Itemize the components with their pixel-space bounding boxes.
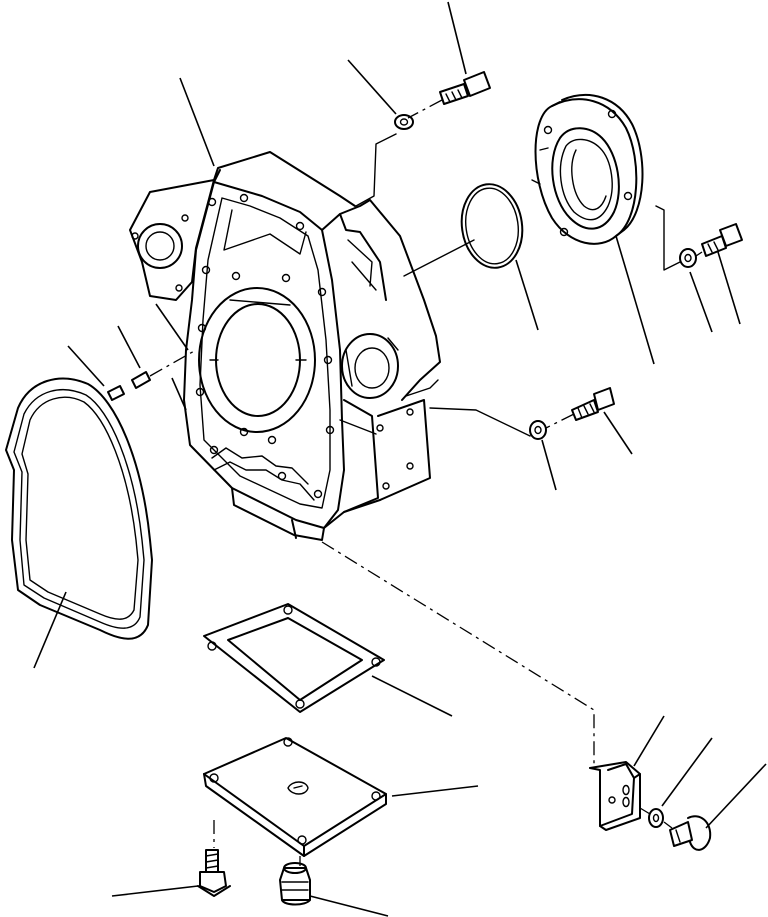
leader-lines (33, 1, 767, 917)
flywheel-housing (129, 151, 441, 541)
dowel-pin (107, 349, 197, 401)
bolt (197, 71, 743, 897)
bracket (589, 761, 641, 831)
plug (279, 862, 311, 906)
assembly-lines (213, 99, 703, 866)
inspection-cover-gasket (203, 603, 385, 713)
housing-bolt-holes (195, 193, 335, 499)
o-ring (460, 183, 524, 269)
seal-retainer (531, 93, 644, 245)
inspection-cover (203, 737, 387, 857)
housing-gasket (5, 377, 153, 640)
washer (394, 114, 697, 828)
